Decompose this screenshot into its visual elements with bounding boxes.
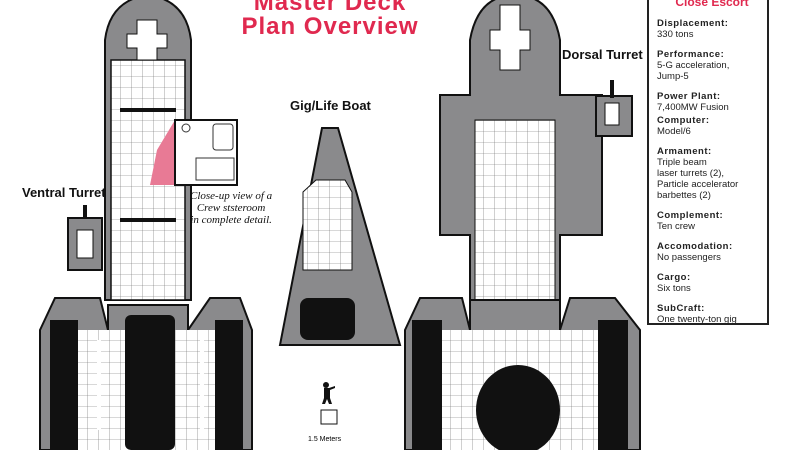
spec-value: Jump-5 xyxy=(657,71,689,82)
spec-value: Ten crew xyxy=(657,221,696,232)
spec-key: Displacement: xyxy=(657,18,729,29)
ventral-turret-label: Ventral Turret xyxy=(22,185,106,200)
spec-value: Six tons xyxy=(657,283,691,294)
stateroom-closeup xyxy=(150,119,238,186)
spec-key: Armament: xyxy=(657,146,712,157)
ventral-turret xyxy=(67,205,103,271)
spec-key: SubCraft: xyxy=(657,303,705,314)
spec-value: No passengers xyxy=(657,252,721,263)
specs-panel: Close Escort Displacement: 330 tons Perf… xyxy=(647,0,769,325)
gig-label: Gig/Life Boat xyxy=(290,98,371,113)
stateroom-caption: Close-up view of a Crew ststeroom in com… xyxy=(190,190,272,226)
spec-key: Cargo: xyxy=(657,272,691,283)
spec-value: Triple beam xyxy=(657,157,707,168)
left-ship-plan xyxy=(39,0,253,450)
right-ship-plan xyxy=(404,0,641,450)
spec-key: Power Plant: xyxy=(657,91,721,102)
title-line-1: Master Deck xyxy=(253,0,407,16)
title-line-2: Plan Overview xyxy=(241,13,419,40)
caption-line: in complete detail. xyxy=(190,214,272,226)
spec-value: One twenty-ton gig xyxy=(657,314,737,325)
spec-value: 7,400MW Fusion xyxy=(657,102,729,113)
spec-key: Accomodation: xyxy=(657,241,733,252)
spec-value: barbettes (2) xyxy=(657,190,711,201)
spec-value: 5-G acceleration, xyxy=(657,60,730,71)
spec-value: 330 tons xyxy=(657,29,694,40)
gig-plan xyxy=(278,127,402,346)
spec-value: Model/6 xyxy=(657,126,691,137)
scale-figure-icon xyxy=(320,382,338,425)
caption-line: Close-up view of a xyxy=(190,190,273,202)
caption-line: Crew ststeroom xyxy=(196,202,266,214)
spec-value: Particle accelerator xyxy=(657,179,739,190)
specs-heading: Close Escort xyxy=(675,0,749,9)
dorsal-turret xyxy=(595,80,633,137)
spec-key: Computer: xyxy=(657,115,710,126)
spec-key: Complement: xyxy=(657,210,724,221)
dorsal-turret-label: Dorsal Turret xyxy=(562,47,643,62)
scale-label: 1.5 Meters xyxy=(308,436,342,443)
spec-key: Performance: xyxy=(657,49,725,60)
spec-value: laser turrets (2), xyxy=(657,168,725,179)
